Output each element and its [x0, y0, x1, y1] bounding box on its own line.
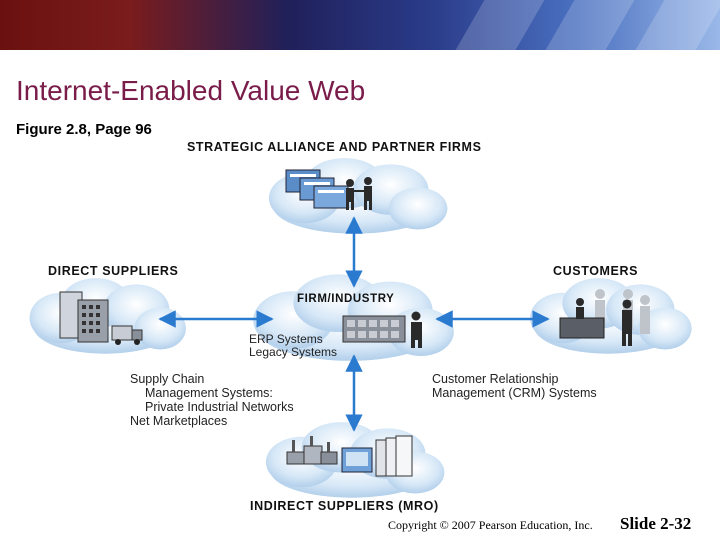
copyright-notice: Copyright © 2007 Pearson Education, Inc.: [388, 518, 593, 532]
firm-industry-label: FIRM/INDUSTRY: [297, 293, 394, 305]
scm-label-line1: Supply Chain: [130, 372, 204, 386]
figure-reference: Figure 2.8, Page 96: [16, 121, 152, 138]
partner-people-icon: [346, 177, 372, 210]
factory-buildings-icon: [59, 291, 109, 343]
crm-label-line2: Management (CRM) Systems: [432, 386, 597, 400]
scm-label-line3: Private Industrial Networks: [145, 400, 294, 414]
direct-suppliers-label: DIRECT SUPPLIERS: [48, 264, 178, 278]
strategic-alliance-cloud: [268, 158, 448, 234]
legacy-systems-label: Legacy Systems: [249, 345, 337, 359]
scm-label-line4: Net Marketplaces: [130, 414, 227, 428]
page-title: Internet-Enabled Value Web: [16, 75, 366, 106]
delivery-truck-icon: [111, 325, 143, 345]
customers-cloud: [530, 278, 692, 354]
firm-computers-icon: [342, 315, 406, 343]
indirect-suppliers-label: INDIRECT SUPPLIERS (MRO): [250, 499, 439, 513]
mro-documents-icon: [341, 435, 413, 477]
scm-label-line2: Management Systems:: [145, 386, 273, 400]
customers-group-icon: [559, 289, 650, 346]
slide-number: Slide 2-32: [620, 514, 692, 533]
partner-computers-icon: [285, 169, 349, 209]
customers-label: CUSTOMERS: [553, 264, 638, 278]
crm-label-line1: Customer Relationship: [432, 372, 558, 386]
strategic-alliance-label: STRATEGIC ALLIANCE AND PARTNER FIRMS: [187, 140, 482, 154]
mro-factories-icon: [286, 436, 338, 465]
firm-worker-icon: [411, 311, 422, 348]
erp-systems-label: ERP Systems: [249, 332, 323, 346]
header-banner: [0, 0, 720, 50]
